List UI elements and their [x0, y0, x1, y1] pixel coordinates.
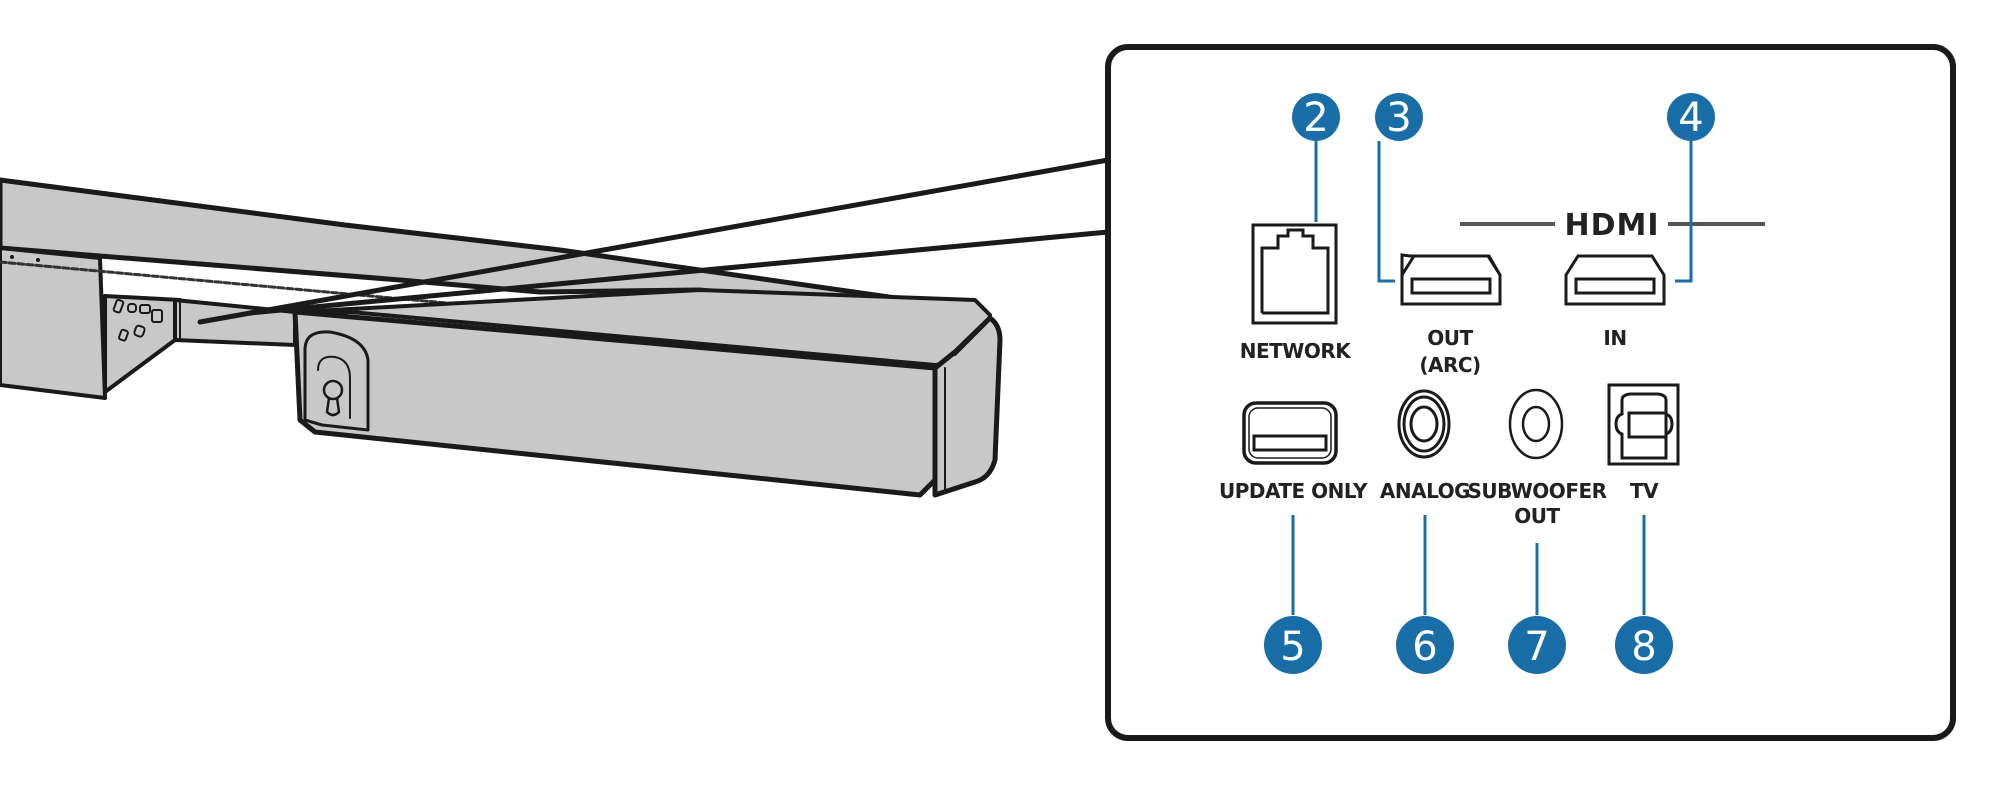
- callout-badge-4: [1667, 93, 1715, 141]
- connector-label: NETWORK: [1240, 339, 1353, 363]
- connector-label: SUBWOOFER: [1467, 479, 1606, 503]
- callout-number: 6: [1412, 624, 1437, 670]
- optical-port-icon: [1607, 383, 1680, 466]
- soundbar-front-left: [0, 246, 107, 400]
- soundbar-illustration: [0, 177, 1003, 498]
- soundbar-recess-wall: [103, 294, 182, 394]
- callout-number: 5: [1280, 624, 1305, 670]
- ethernet-port-icon: [1251, 223, 1338, 325]
- connector-label: UPDATE ONLY: [1219, 479, 1368, 503]
- wall-mount-keyhole-icon: [303, 330, 370, 432]
- detail-panel-frame: [1105, 44, 1956, 741]
- connector-sublabel: (ARC): [1419, 353, 1480, 377]
- callout-badge-3: [1375, 93, 1423, 141]
- callout-badge-7: [1508, 616, 1566, 674]
- connector-sublabel: OUT: [1514, 504, 1560, 528]
- recess-port-glyphs-icon: [112, 298, 163, 342]
- hdmi-port-icon: [1564, 254, 1666, 306]
- zoom-callout-lines: [197, 157, 1111, 325]
- connector-label: TV: [1630, 479, 1659, 503]
- connector-label: OUT: [1427, 326, 1473, 350]
- connector-label: IN: [1603, 326, 1626, 350]
- hdmi-group-header: HDMI: [1460, 208, 1765, 243]
- callout-number: 3: [1386, 95, 1411, 141]
- soundbar-end-cap: [932, 315, 1003, 498]
- callout-number: 8: [1631, 624, 1656, 670]
- callout-badge-6: [1396, 616, 1454, 674]
- connector-subwoofer: SUBWOOFER OUT 7: [1467, 388, 1607, 674]
- connector-network: 2 NETWORK: [1240, 93, 1353, 363]
- callout-number: 4: [1678, 95, 1703, 141]
- callout-badge-5: [1264, 616, 1322, 674]
- rca-jack-icon: [1397, 389, 1451, 459]
- callout-badge-2: [1292, 93, 1340, 141]
- hdmi-logo-text: HDMI: [1564, 208, 1659, 243]
- subwoofer-jack-icon: [1508, 388, 1564, 460]
- connector-label: ANALOG: [1380, 479, 1470, 503]
- connector-usb: UPDATE ONLY 5: [1219, 401, 1369, 674]
- callout-number: 2: [1303, 95, 1328, 141]
- usb-port-icon: [1242, 401, 1338, 465]
- callout-badge-8: [1615, 616, 1673, 674]
- connector-analog: ANALOG 6: [1380, 389, 1471, 674]
- callout-number: 7: [1524, 624, 1549, 670]
- connector-optical-tv: TV 8: [1607, 383, 1680, 674]
- hdmi-port-icon: [1400, 253, 1502, 306]
- connector-hdmi-out: 3 OUT (ARC): [1375, 93, 1502, 377]
- connector-hdmi-in: 4 IN: [1564, 93, 1715, 350]
